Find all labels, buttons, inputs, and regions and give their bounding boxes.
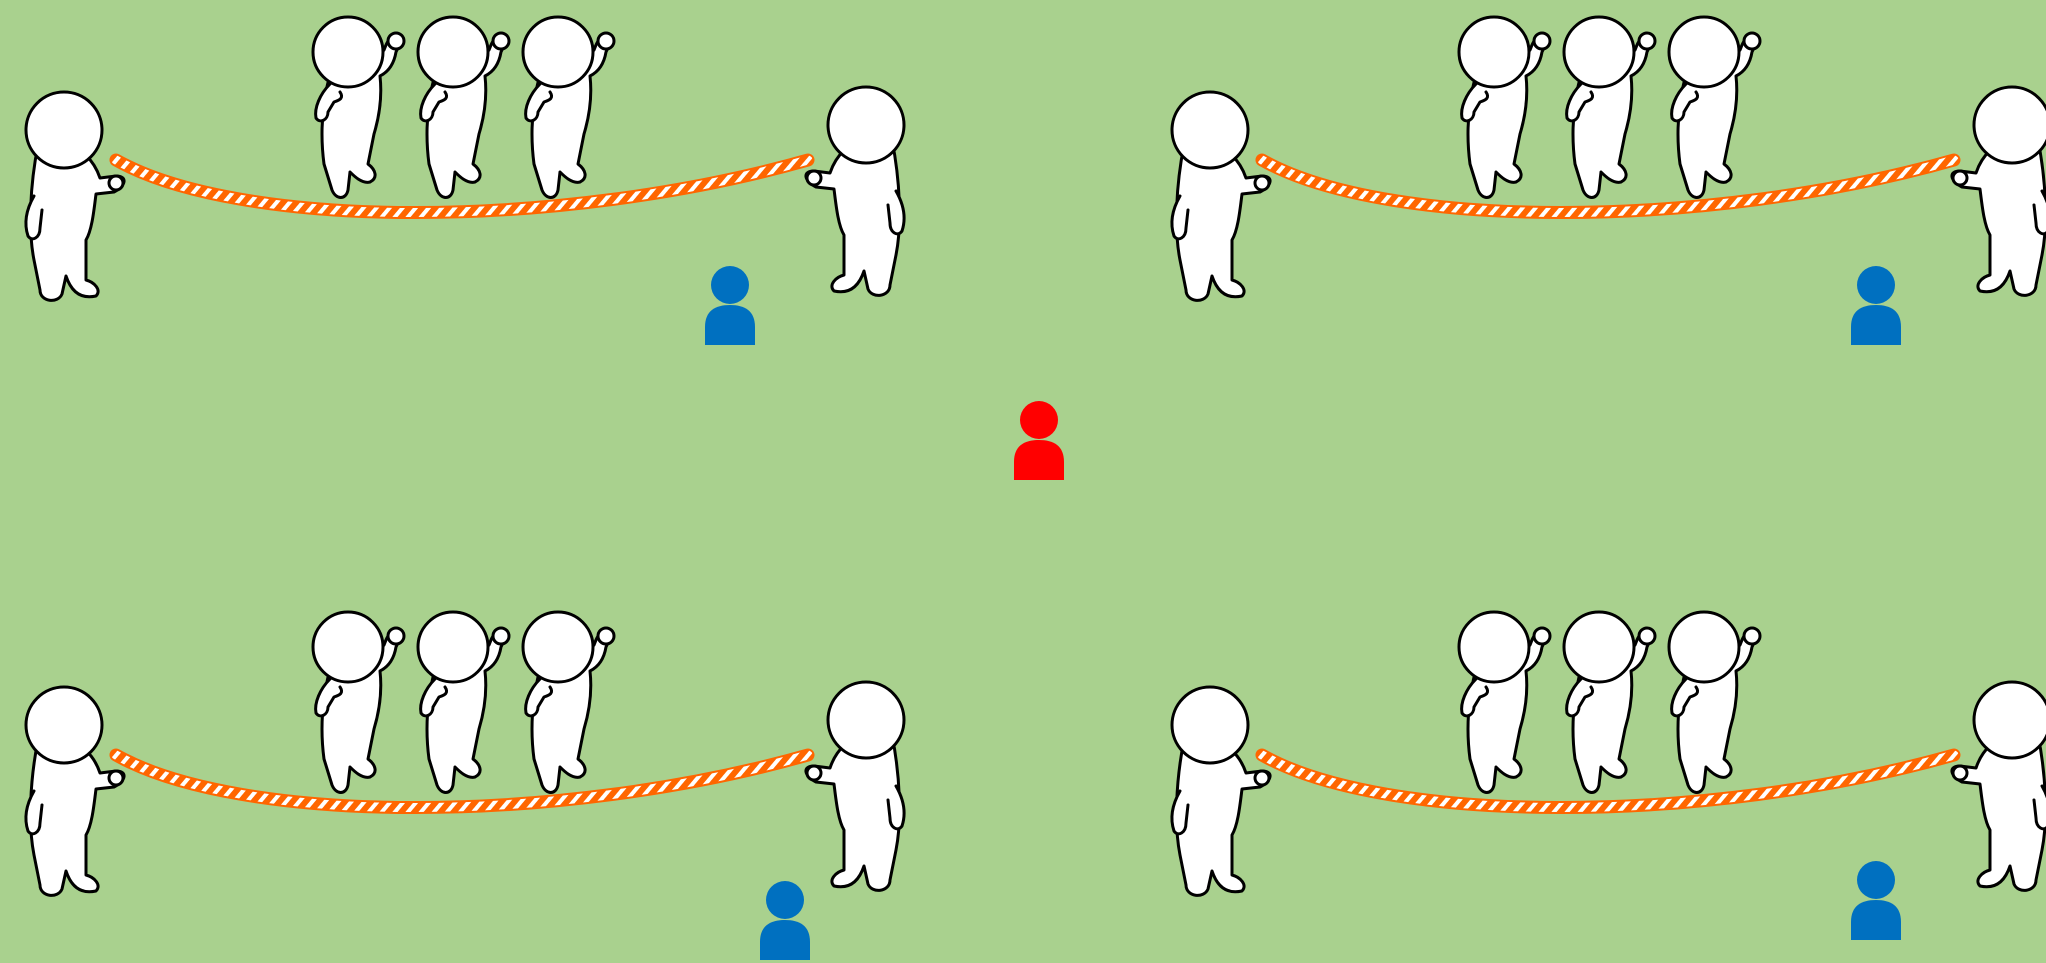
jumper-1 [313, 612, 404, 793]
coach-marker-icon [1851, 266, 1901, 345]
jumper-3 [1669, 17, 1760, 198]
rope-turner-left [26, 92, 124, 300]
jumper-2 [1564, 17, 1655, 198]
group-bottom-right [1172, 612, 2046, 940]
rope-turner-left [1172, 92, 1270, 300]
coach-marker-icon [705, 266, 755, 345]
group-top-right [1172, 17, 2046, 345]
jumper-1 [313, 17, 404, 198]
rope-turner-right [1952, 87, 2046, 295]
jumper-1 [1459, 612, 1550, 793]
group-bottom-left [26, 612, 904, 960]
center-marker-icon [1014, 401, 1064, 480]
rope-turner-right [1952, 682, 2046, 890]
jumper-2 [418, 612, 509, 793]
jumper-2 [418, 17, 509, 198]
group-top-left [26, 17, 904, 345]
rope-turner-left [1172, 687, 1270, 895]
rope-turner-right [806, 87, 904, 295]
rope-turner-right [806, 682, 904, 890]
rope-turner-left [26, 687, 124, 895]
jumper-1 [1459, 17, 1550, 198]
jumper-3 [523, 17, 614, 198]
jumper-2 [1564, 612, 1655, 793]
jumper-3 [523, 612, 614, 793]
coach-marker-icon [760, 881, 810, 960]
coach-marker-icon [1851, 861, 1901, 940]
jumper-3 [1669, 612, 1760, 793]
